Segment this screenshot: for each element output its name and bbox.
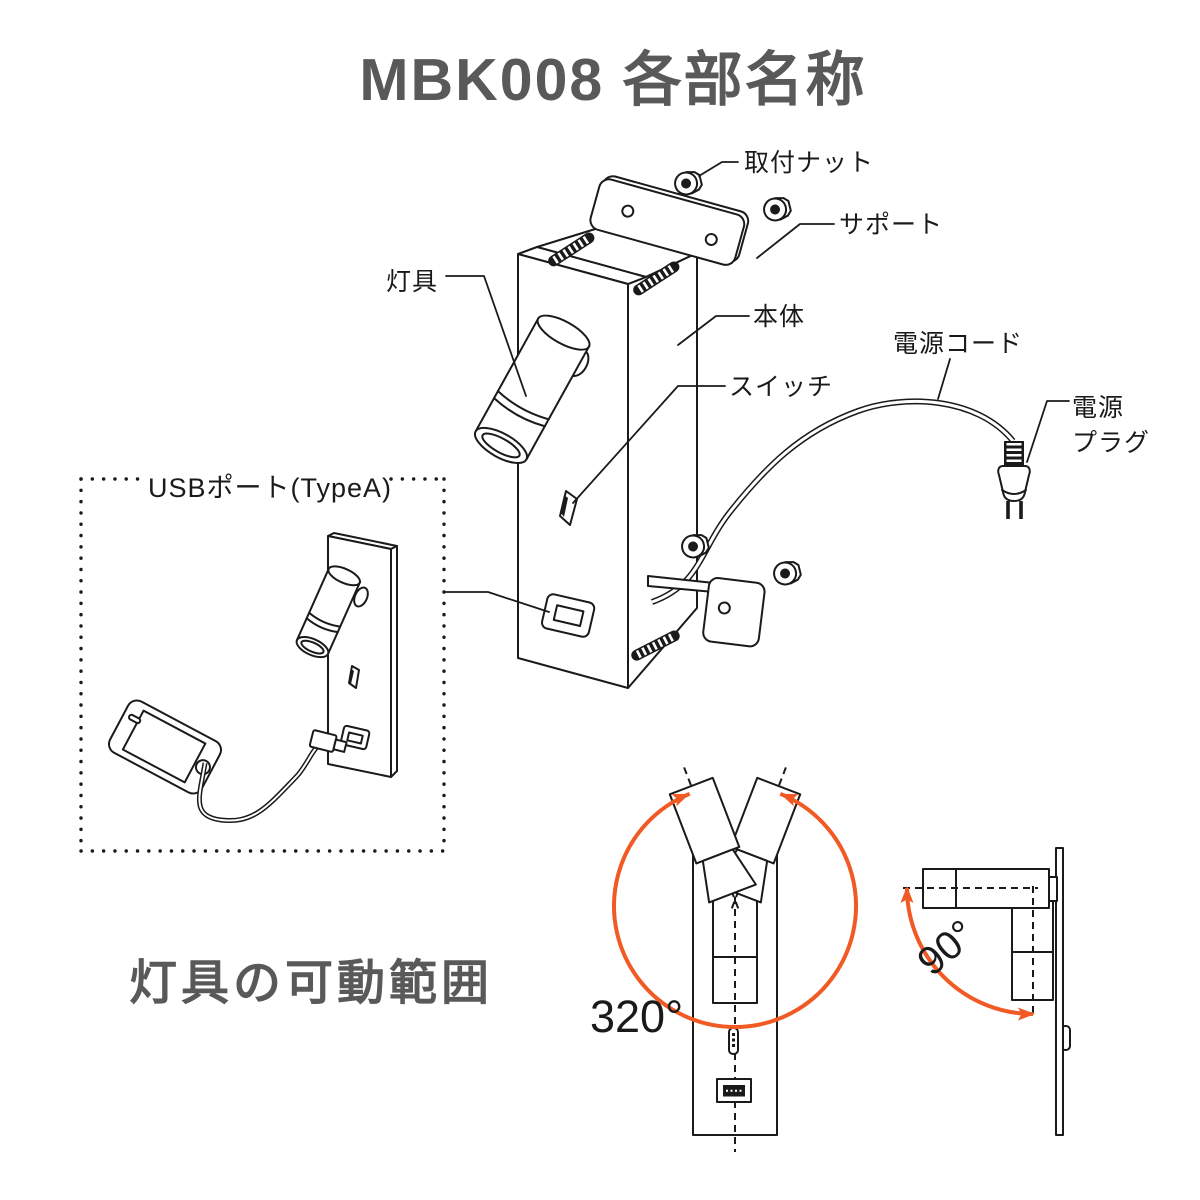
label-lamp: 灯具 — [386, 268, 438, 296]
tilt-arc-90 — [905, 887, 1034, 1016]
rotation-angle-label: 320° — [590, 991, 683, 1042]
front-switch — [728, 1027, 739, 1055]
page-title: MBK008 各部名称 — [359, 47, 866, 113]
label-usb-port: USBポート(TypeA) — [148, 473, 392, 503]
usb-cable-connector — [308, 729, 348, 753]
usb-example-lamp — [295, 565, 362, 659]
leader-power-plug — [1026, 400, 1070, 463]
usb-callout: USBポート(TypeA) — [79, 473, 550, 853]
usb-cable — [197, 729, 348, 824]
support-bracket-top — [589, 175, 750, 266]
leader-usb-port — [445, 591, 550, 613]
label-body: 本体 — [753, 303, 805, 331]
tilt-side-view: 90° — [900, 847, 1071, 1136]
label-power-cord: 電源コード — [893, 330, 1023, 358]
support-bracket-bottom — [647, 575, 766, 648]
part-labels: 取付ナット サポート 灯具 本体 スイッチ 電源コード 電源 プラグ — [386, 149, 1150, 504]
side-lamp-mount — [1048, 876, 1058, 902]
exploded-view — [473, 168, 1031, 689]
mounting-nut-bottom-right — [770, 558, 804, 588]
movable-range-section: 灯具の可動範囲 — [129, 767, 1071, 1152]
leader-mounting-nut — [698, 161, 739, 177]
leader-body — [677, 315, 750, 346]
leader-power-cord — [937, 358, 951, 400]
power-plug — [997, 441, 1031, 519]
usb-example-unit — [295, 532, 398, 778]
rotation-arc-320 — [612, 791, 858, 1029]
phone — [107, 699, 223, 795]
tilt-angle-label: 90° — [909, 912, 984, 985]
leader-switch — [572, 385, 726, 504]
front-usb-port — [716, 1078, 752, 1103]
side-wall — [1055, 847, 1064, 1136]
power-cord — [650, 398, 1016, 605]
lamp-head — [473, 314, 591, 464]
movable-range-title: 灯具の可動範囲 — [129, 957, 493, 1010]
usb-example-switch — [348, 665, 360, 689]
usb-port-socket — [540, 593, 596, 638]
leader-support — [756, 223, 835, 259]
leader-lamp — [445, 275, 527, 397]
label-mounting-nut: 取付ナット — [744, 149, 874, 177]
label-power-plug-line1: 電源 — [1072, 394, 1124, 422]
rotation-front-view: 320° — [590, 767, 858, 1152]
mounting-nut-top-right — [760, 194, 794, 224]
front-head-left — [668, 767, 757, 914]
usb-example-port — [339, 724, 371, 751]
label-support: サポート — [839, 211, 943, 239]
switch-lever — [559, 490, 578, 526]
body-right-face — [627, 252, 698, 689]
label-power-plug-line2: プラグ — [1072, 429, 1150, 457]
mounting-nut-top-left — [671, 168, 705, 198]
label-switch: スイッチ — [729, 373, 833, 401]
